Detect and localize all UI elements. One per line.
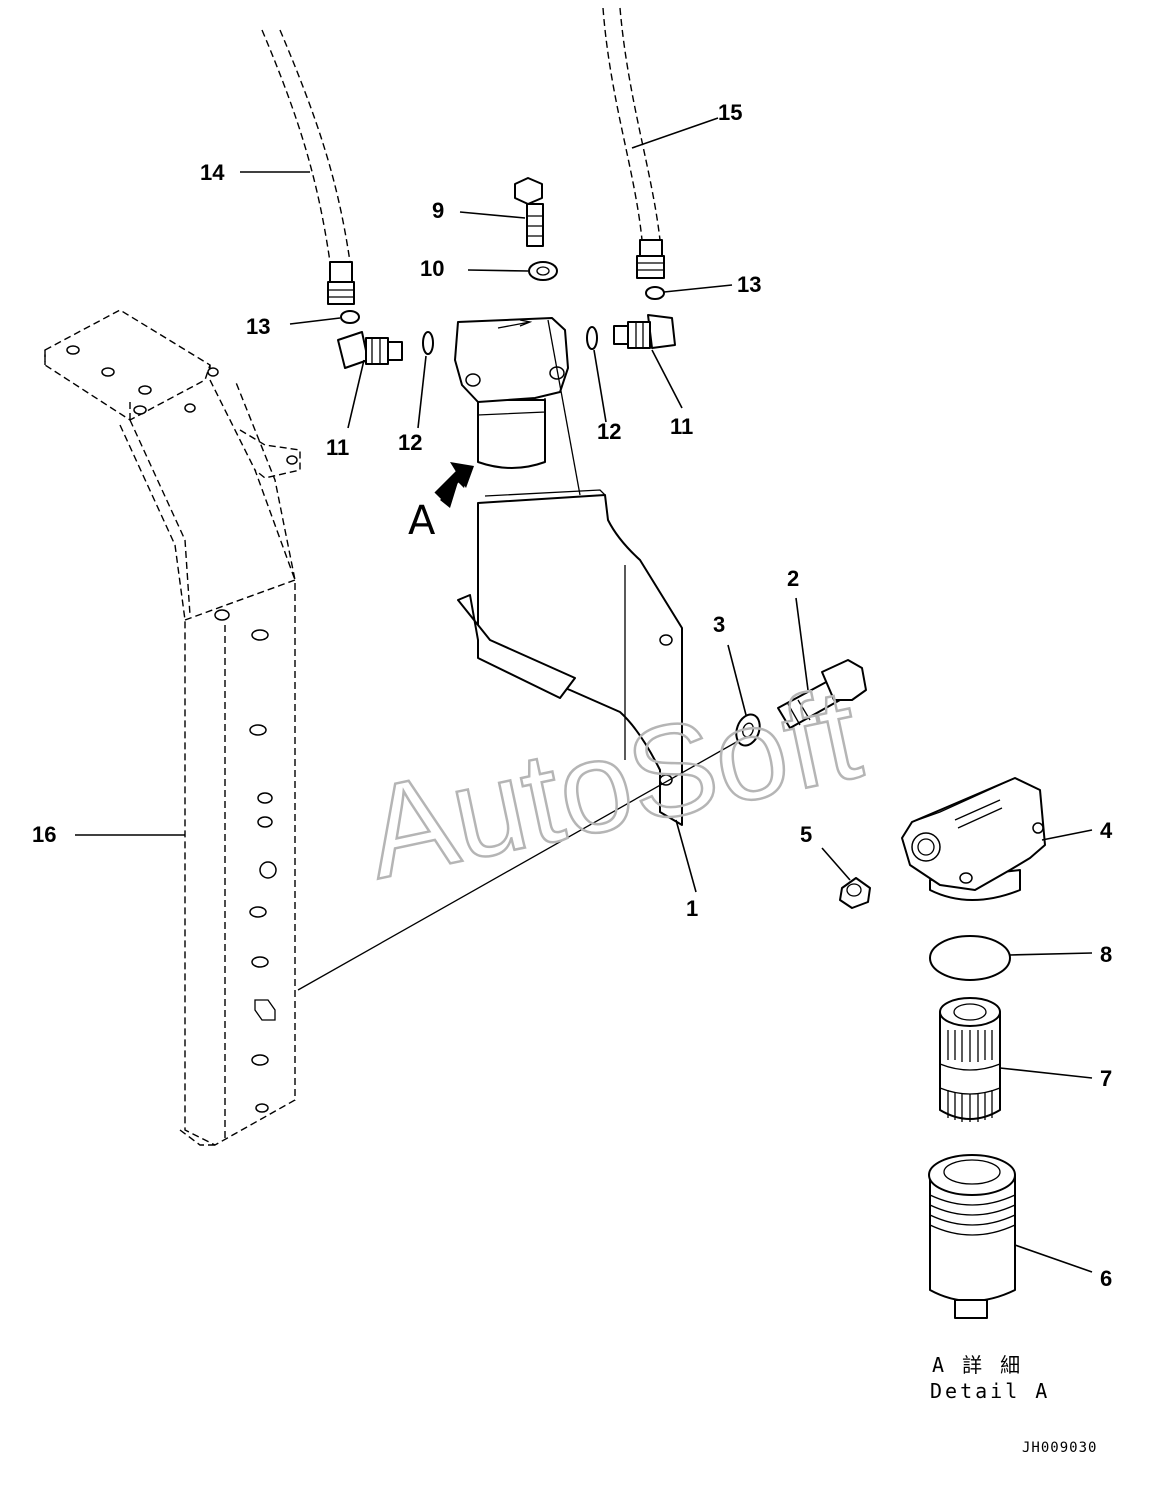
label-part-12-right: 12	[597, 419, 621, 444]
view-arrow-a	[434, 462, 474, 508]
label-part-11-left: 11	[326, 435, 349, 460]
elbow-fitting-part-11-right	[613, 314, 676, 349]
washer-part-3	[735, 713, 761, 747]
label-part-5: 5	[800, 822, 812, 847]
label-part-4: 4	[1100, 818, 1113, 843]
drawing-code: JH009030	[1022, 1440, 1097, 1456]
label-part-1: 1	[686, 896, 698, 921]
label-part-9: 9	[432, 198, 444, 223]
oring-part-12-right	[586, 326, 598, 350]
bolt-part-9	[514, 177, 544, 247]
filter-bowl-part-6	[928, 1154, 1016, 1319]
filter-assembly	[454, 317, 569, 469]
bolt-part-2	[777, 659, 867, 729]
bracket-part-1	[457, 319, 683, 826]
oring-part-13-right	[645, 286, 665, 300]
washer-part-10	[528, 261, 558, 281]
oring-part-12-left	[422, 331, 434, 355]
label-part-11-right: 11	[670, 414, 693, 439]
label-part-14: 14	[200, 160, 225, 185]
hose-part-15	[602, 7, 665, 279]
connection-line	[297, 739, 741, 991]
label-part-2: 2	[787, 566, 799, 591]
detail-title-jp: A 詳 細	[932, 1353, 1023, 1377]
label-part-6: 6	[1100, 1266, 1112, 1291]
filter-element-part-7	[939, 997, 1001, 1122]
label-part-3: 3	[713, 612, 725, 637]
filter-head-part-4	[901, 777, 1046, 901]
label-part-12-left: 12	[398, 430, 422, 455]
oring-part-8	[929, 935, 1011, 981]
hose-part-14	[261, 29, 355, 305]
label-part-8: 8	[1100, 942, 1112, 967]
label-part-13-right: 13	[737, 272, 761, 297]
label-part-16: 16	[32, 822, 56, 847]
oring-part-13-left	[340, 310, 360, 324]
post-part-16	[44, 309, 301, 1146]
detail-title-en: Detail A	[930, 1379, 1050, 1403]
label-part-15: 15	[718, 100, 742, 125]
label-part-10: 10	[420, 256, 444, 281]
plug-part-5	[839, 877, 871, 909]
view-marker-a: A	[408, 498, 436, 544]
elbow-fitting-part-11-left	[337, 331, 403, 369]
leader-lines	[75, 117, 1093, 1273]
label-part-13-left: 13	[246, 314, 270, 339]
label-part-7: 7	[1100, 1066, 1112, 1091]
